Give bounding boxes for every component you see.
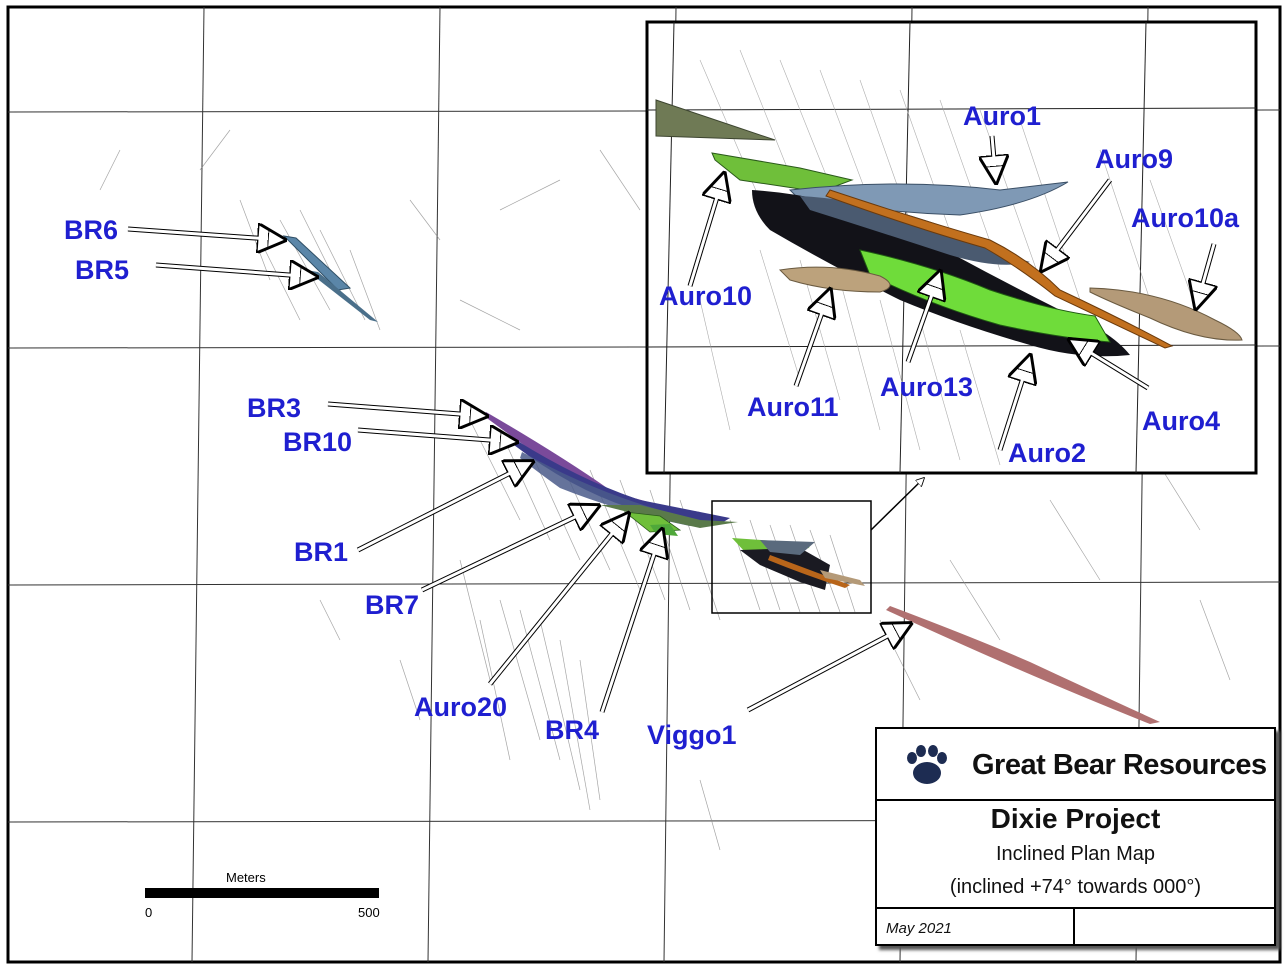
label-viggo1: Viggo1 [647,720,737,750]
inset-auro10a-shape [1089,287,1243,341]
leader-arrows [127,135,1214,713]
map-date: May 2021 [886,920,952,937]
scale-bar: Meters 0 500 [145,870,380,920]
company-name: Great Bear Resources [972,749,1267,781]
label-br7: BR7 [365,590,419,620]
label-auro11: Auro11 [747,392,839,422]
scale-start: 0 [145,905,152,920]
title-block-footer: May 2021 [877,907,1274,946]
zone-br10-shape [514,440,730,524]
label-auro2: Auro2 [1008,438,1086,468]
zone-auro-cluster-tan [820,570,865,586]
label-auro20: Auro20 [414,692,507,722]
bear-paw-icon [907,745,947,784]
inset-olive-shape [655,99,776,141]
label-br5: BR5 [75,255,129,285]
map-inclination: (inclined +74° towards 000°) [949,876,1202,898]
scale-unit: Meters [226,870,266,885]
zone-labels: BR6 BR5 BR3 BR10 BR1 BR7 Auro20 BR4 Vigg… [64,101,1240,750]
project-title: Dixie Project [990,803,1161,834]
label-br4: BR4 [545,715,599,745]
inset-auro9-shape [825,189,1174,349]
inset-connector [870,478,924,531]
zone-auro-cluster-orange [768,555,850,588]
label-br3: BR3 [247,393,301,423]
inset-locator-box [711,500,872,614]
zone-auro-cluster-slate [760,540,815,555]
map-subtitle: Inclined Plan Map [996,843,1155,865]
label-auro10: Auro10 [659,281,752,311]
zone-shapes [282,235,1160,724]
title-block: Great Bear Resources Dixie Project Incli… [875,727,1276,946]
title-block-company-row: Great Bear Resources [877,729,1274,801]
inset-panel [645,20,1258,475]
label-auro13: Auro13 [880,372,973,402]
zone-br5-shape [306,270,378,322]
label-br1: BR1 [294,537,348,567]
zone-auro-cluster-dark [740,548,830,590]
footer-divider [1073,909,1075,946]
zone-viggo1-shape [886,606,1160,724]
label-auro9: Auro9 [1095,144,1173,174]
inset-slate-body [800,196,1030,265]
zone-br7-shape [600,505,738,528]
label-auro10a: Auro10a [1131,203,1240,233]
label-br10: BR10 [283,427,352,457]
map-frame [6,5,1282,964]
label-auro4: Auro4 [1142,406,1220,436]
label-br6: BR6 [64,215,118,245]
label-auro1: Auro1 [963,101,1041,131]
scale-end: 500 [358,905,380,920]
